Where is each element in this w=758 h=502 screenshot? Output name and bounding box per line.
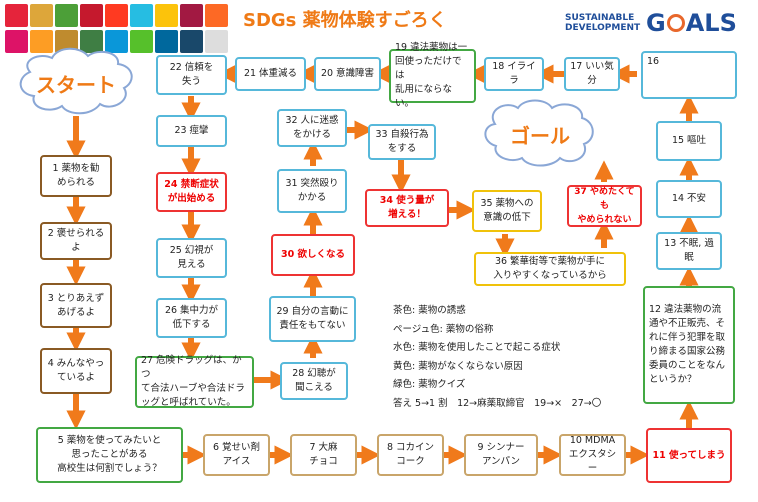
sdg-goal-icon <box>180 29 203 53</box>
square-12: 12 違法薬物の流 通や不正販売、そ れに伴う犯罪を取 り締まる国家公務 委員の… <box>643 286 735 404</box>
sdg-goal-icon <box>205 29 228 53</box>
square-21: 21 体重減る <box>235 57 306 91</box>
square-25: 25 幻視が 見える <box>156 238 227 278</box>
sdg-goal-icon <box>155 29 178 53</box>
sdg-logo-line-2: DEVELOPMENT <box>565 23 641 33</box>
square-5: 5 薬物を使ってみたいと 思ったことがある 高校生は何割でしょう？ <box>36 427 183 483</box>
path-arrows <box>66 64 699 465</box>
square-32: 32 人に迷惑 をかける <box>277 109 347 147</box>
square-37: 37 やめたくても やめられない <box>567 185 642 227</box>
start-label: スタート <box>36 73 116 97</box>
sdg-goal-icon <box>80 4 103 27</box>
square-26: 26 集中力が 低下する <box>156 298 227 338</box>
sdg-icons-grid <box>5 4 231 53</box>
sdg-goal-icon <box>5 4 28 27</box>
sdg-goal-icon <box>30 4 53 27</box>
square-35: 35 薬物への 意識の低下 <box>472 190 542 232</box>
square-2: 2 褒せられるよ <box>40 222 112 260</box>
square-19: 19 違法薬物は一 回使っただけでは 乱用にならない。 <box>389 42 476 109</box>
square-1: 1 薬物を勧 められる <box>40 155 112 197</box>
logo-als: ALS <box>685 9 737 37</box>
legend-answers: 答え 5→1 割 12→麻薬取締官 19→× 27→〇 <box>393 397 602 409</box>
square-23: 23 痙攣 <box>156 115 227 147</box>
legend-item-green: 緑色: 薬物クイズ <box>393 379 466 390</box>
start-cloud: スタート <box>19 47 133 115</box>
goal-label: ゴール <box>510 124 570 148</box>
square-13: 13 不眠, 過眠 <box>656 232 722 270</box>
goal-cloud: ゴール <box>484 99 594 167</box>
square-4: 4 みんなやっ ているよ <box>40 348 112 394</box>
square-11: 11 使ってしまう <box>646 428 732 483</box>
sdg-goal-icon <box>105 4 128 27</box>
square-20: 20 意識障害 <box>314 57 381 91</box>
square-30: 30 欲しくなる <box>271 234 355 276</box>
sdg-goal-icon <box>55 4 78 27</box>
sdg-goal-icon <box>30 29 53 53</box>
square-7: 7 大麻 チョコ <box>290 434 357 476</box>
square-33: 33 自殺行為 をする <box>368 124 436 160</box>
square-29: 29 自分の言動に 責任をもてない <box>269 296 356 342</box>
legend: 茶色: 薬物の誘惑 ページュ色: 薬物の俗称 水色: 薬物を使用したことで起こる… <box>393 302 601 413</box>
square-22: 22 信頼を 失う <box>156 55 227 95</box>
square-9: 9 シンナー アンパン <box>464 434 538 476</box>
square-34: 34 使う量が 増える！ <box>365 189 449 227</box>
logo-g: G <box>646 9 666 37</box>
sdg-logo-text: SUSTAINABLE DEVELOPMENT <box>565 13 640 33</box>
sdg-goal-icon <box>55 29 78 53</box>
square-18: 18 イライラ <box>484 57 544 91</box>
square-8: 8 コカイン コーク <box>377 434 444 476</box>
square-6: 6 覚せい剤 アイス <box>203 434 270 476</box>
sdg-goal-icon <box>130 29 153 53</box>
sdg-goal-icon <box>180 4 203 27</box>
square-10: 10 MDMA エクスタシー <box>559 434 626 476</box>
sdg-goal-icon <box>80 29 103 53</box>
sdg-goal-icon <box>105 29 128 53</box>
square-17: 17 いい気分 <box>564 57 620 91</box>
square-36: 36 繁華街等で薬物が手に 入りやすくなっているから <box>474 252 626 286</box>
square-3: 3 とりあえず あげるよ <box>40 283 112 328</box>
legend-item-yellow: 黄色: 薬物がなくならない原因 <box>393 360 523 372</box>
square-28: 28 幻聴が 聞こえる <box>280 362 348 400</box>
sdg-goal-icon <box>155 4 178 27</box>
page-title: SDGs 薬物体験すごろく <box>243 10 447 31</box>
legend-item-beige: ページュ色: 薬物の俗称 <box>393 323 494 335</box>
square-15: 15 嘔吐 <box>656 121 722 161</box>
sdg-goal-icon <box>205 4 228 27</box>
square-24: 24 禁断症状 が出始める <box>156 172 227 212</box>
sdg-wheel-icon <box>666 14 685 32</box>
sdg-logo-line-1: SUSTAINABLE <box>565 13 635 23</box>
square-27: 27 危険ドラッグは、かつ て合法ハーブや合法ドラ ッグと呼ばれていた。 <box>135 355 254 408</box>
legend-item-brown: 茶色: 薬物の誘惑 <box>393 305 466 316</box>
square-14: 14 不安 <box>656 180 722 218</box>
sdg-goal-icon <box>130 4 153 27</box>
sdg-logo-goals: G ALS <box>646 9 737 37</box>
legend-item-blue: 水色: 薬物を使用したことで起こる症状 <box>393 342 561 353</box>
square-16: 16 <box>641 51 737 99</box>
square-31: 31 突然殴り かかる <box>277 169 347 213</box>
sdg-goal-icon <box>5 29 28 53</box>
